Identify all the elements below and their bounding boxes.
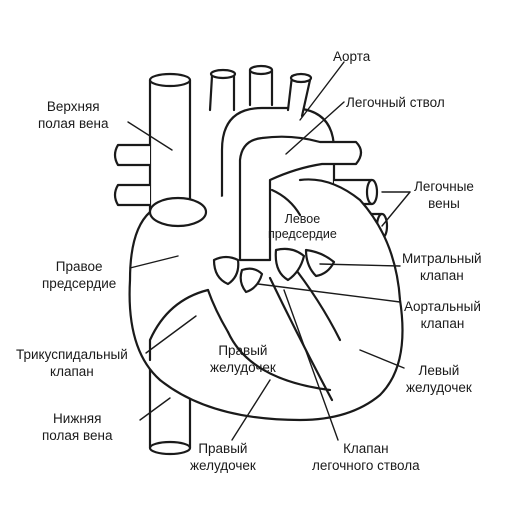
label-aorta: Аорта: [333, 48, 370, 65]
label-tricuspid-valve: Трикуспидальный клапан: [16, 346, 128, 380]
label-mitral-valve: Митральный клапан: [402, 250, 482, 284]
label-inferior-vena-cava: Нижняя полая вена: [42, 410, 112, 444]
label-aortic-valve: Аортальный клапан: [404, 298, 481, 332]
label-left-ventricle: Левый желудочек: [406, 362, 472, 396]
label-left-atrium: Левое предсердие: [268, 212, 337, 242]
label-superior-vena-cava: Верхняя полая вена: [38, 98, 108, 132]
label-pulmonary-veins: Легочные вены: [414, 178, 474, 212]
superior-vena-cava-shape: [115, 74, 190, 212]
label-right-ventricle-bottom: Правый желудочек: [190, 440, 256, 474]
label-right-ventricle-inner: Правый желудочек: [210, 342, 276, 376]
label-pulmonary-valve: Клапан легочного ствола: [312, 440, 420, 474]
label-pulmonary-trunk: Легочный ствол: [346, 94, 445, 111]
label-right-atrium: Правое предсердие: [42, 258, 116, 292]
